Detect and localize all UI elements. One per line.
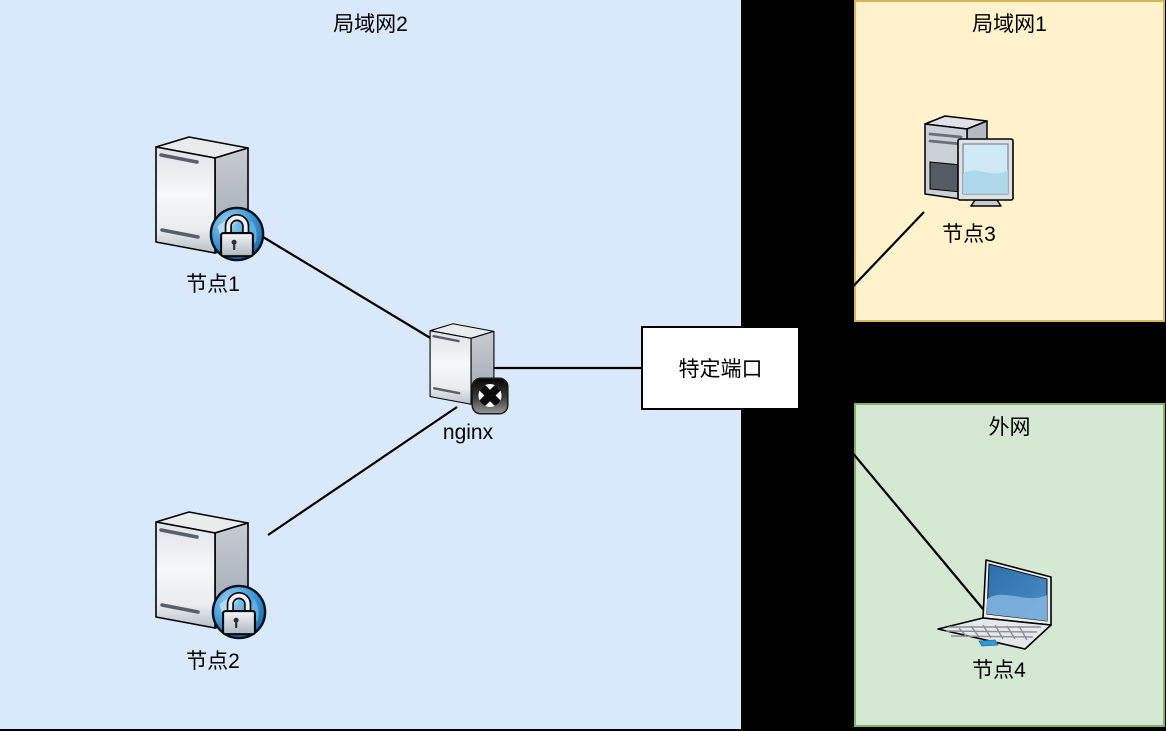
region-wan-title: 外网 [988,416,1031,439]
port-box-label: 特定端口 [678,358,763,381]
region-lan2-title: 局域网2 [333,13,408,36]
shutter-badge-icon [471,377,509,415]
padlock-globe-icon [210,583,268,641]
region-wan: 外网 [854,403,1165,727]
port-box: 特定端口 [641,326,800,410]
laptop-icon [937,559,1052,650]
edge-port-node3 [799,211,925,343]
edge-node1-nginx [262,236,433,340]
desktop-computer-icon [924,115,1014,207]
padlock-globe-icon [208,205,266,263]
region-lan1-title: 局域网1 [972,13,1047,36]
nginx-label: nginx [442,421,494,444]
node3-label: 节点3 [942,223,996,246]
node1-label: 节点1 [186,273,240,296]
edge-port-node4 [799,389,984,610]
node4-label: 节点4 [972,659,1026,682]
node2-label: 节点2 [186,650,240,673]
edge-node2-nginx [267,406,458,536]
region-lan2: 局域网2 [0,0,741,729]
